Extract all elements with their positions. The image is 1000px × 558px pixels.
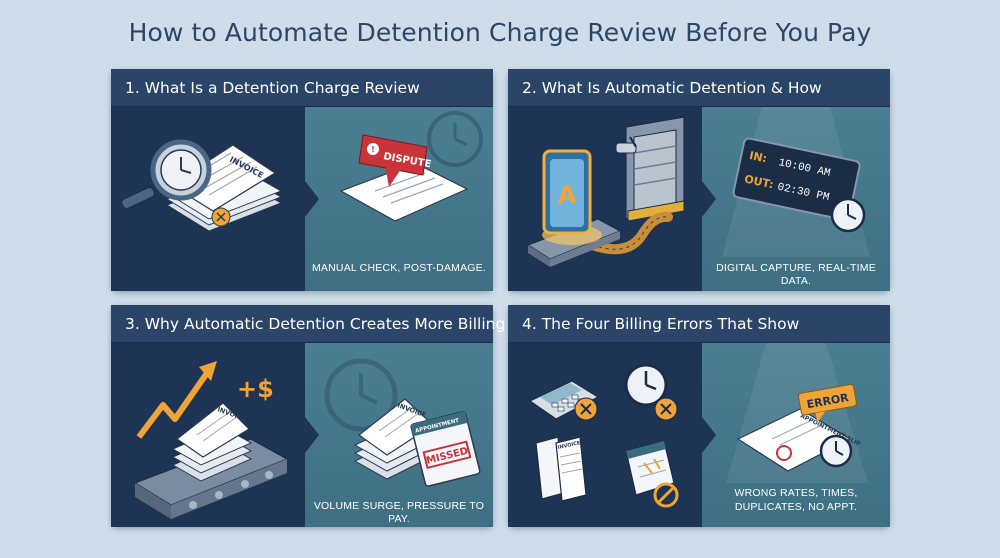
dispute-illustration: ! DISPUTE [339, 111, 483, 222]
card-heading: 4. The Four Billing Errors That Show [508, 305, 890, 343]
arrow-icon [305, 417, 319, 453]
camera-icon [615, 136, 637, 154]
calendar-icon [625, 440, 675, 496]
arrow-icon [702, 417, 716, 453]
panel-timestamps: IN: 10:00 AM OUT: 02:30 PM [702, 107, 890, 291]
card-caption: VOLUME SURGE, PRESSURE TO PAY. [313, 500, 485, 525]
card-detention-review: 1. What Is a Detention Charge Review INV… [111, 69, 493, 291]
gate-camera-illustration: A [526, 116, 685, 267]
card-automatic-detention: 2. What Is Automatic Detention & How [508, 69, 890, 291]
arrow-icon [305, 181, 319, 217]
clock-outline-icon [324, 358, 398, 432]
timestamp-display-illustration: IN: 10:00 AM OUT: 02:30 PM [722, 107, 870, 257]
panel-digital-gate: A [508, 107, 702, 291]
svg-text:!: ! [371, 145, 375, 154]
error-bubble-icon [797, 383, 857, 423]
invoice-label: INVOICE [557, 440, 581, 451]
clock-icon [830, 197, 866, 233]
clock-outline-icon [427, 111, 483, 167]
four-errors-illustration: INVOICE [528, 363, 679, 508]
conveyor-invoice-illustration: +$ INVOICE [133, 361, 289, 519]
dispute-flag-icon: ! [358, 134, 428, 187]
error-x-icon [654, 397, 678, 421]
card-billing-errors: 4. The Four Billing Errors That Show [508, 305, 890, 527]
conveyor-path-icon [587, 211, 673, 255]
invoice-stack-icon [171, 402, 253, 482]
error-slip-illustration: APPOINTMENT SLIP ERROR [726, 343, 868, 483]
duplicate-invoice-icon [535, 436, 587, 502]
page-title: How to Automate Detention Charge Review … [128, 18, 872, 47]
panel-error-slip: APPOINTMENT SLIP ERROR [702, 343, 890, 527]
invoice-stack-icon [165, 144, 283, 232]
card-heading: 3. Why Automatic Detention Creates More … [111, 305, 505, 343]
arrow-icon [702, 181, 716, 217]
warning-coin-icon [211, 207, 231, 227]
gate-letter: A [558, 181, 577, 209]
panel-volume-surge: +$ INVOICE [111, 343, 305, 527]
plus-dollar-label: +$ [237, 375, 274, 403]
clock-icon [624, 363, 668, 407]
card-heading: 1. What Is a Detention Charge Review [111, 69, 493, 107]
card-more-billing: 3. Why Automatic Detention Creates More … [111, 305, 505, 527]
card-caption: DIGITAL CAPTURE, REAL-TIME DATA. [716, 262, 876, 287]
magnifier-icon [121, 139, 212, 209]
card-caption-line1: WRONG RATES, TIMES, [734, 487, 858, 499]
document-icon [339, 162, 469, 222]
panel-manual-review: INVOICE [111, 107, 305, 291]
panel-four-errors: INVOICE [508, 343, 702, 527]
no-entry-icon [653, 482, 679, 508]
panel-pressure: INVOICE APPOINTMENT MISSED [305, 343, 493, 527]
missed-appointment-illustration: INVOICE APPOINTMENT MISSED [324, 358, 481, 487]
card-caption-line2: DUPLICATES, NO APPT. [734, 501, 858, 513]
gate-scanner-icon [526, 149, 622, 267]
clock-icon [819, 434, 853, 468]
out-label: OUT: [743, 172, 775, 191]
card-caption: MANUAL CHECK, POST-DAMAGE. [311, 262, 486, 274]
panel-dispute: ! DISPUTE [305, 107, 493, 291]
timestamp-screen-icon [732, 137, 861, 221]
card-heading: 2. What Is Automatic Detention & How [508, 69, 890, 107]
appointment-slip-icon [736, 408, 852, 472]
trend-arrow-icon [136, 361, 217, 439]
appointment-card-icon [410, 411, 481, 487]
in-label: IN: [748, 149, 768, 165]
magnifier-invoice-illustration: INVOICE [121, 139, 283, 232]
error-x-icon [574, 397, 598, 421]
warehouse-door-icon [625, 116, 685, 222]
